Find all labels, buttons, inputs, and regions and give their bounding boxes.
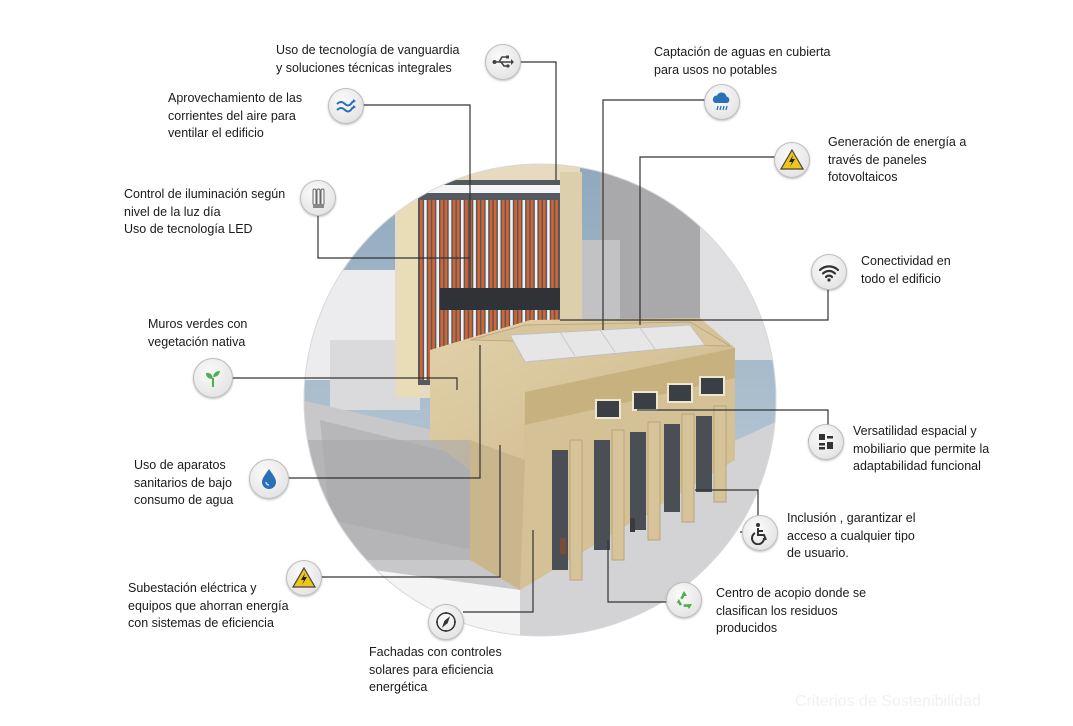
facade-window — [667, 383, 693, 403]
leader-line-facades — [463, 530, 534, 613]
wifi-icon — [811, 254, 847, 290]
callout-label-facades: Fachadas con controles solares para efic… — [369, 645, 502, 694]
callout-label-recycling: Centro de acopio donde se clasifican los… — [716, 586, 867, 635]
leader-line-sanitary — [283, 345, 481, 479]
callout-label-sanitary: Uso de aparatos sanitarios de bajo consu… — [134, 458, 234, 507]
leader-line-lighting — [317, 200, 470, 259]
callout-label-tech: Uso de tecnología de vanguardia y soluci… — [276, 43, 460, 75]
louver — [432, 200, 435, 380]
callout-label-substation: Subestación eléctrica y equipos que ahor… — [128, 581, 289, 630]
callout-label-solar: Generación de energía a través de panele… — [828, 135, 967, 184]
high-voltage-warning-icon — [774, 142, 810, 178]
wheelchair-icon — [742, 515, 778, 551]
leader-line-green — [232, 377, 458, 390]
leader-line-substation — [320, 445, 501, 578]
facade-column — [569, 439, 583, 581]
rain-cloud-icon — [704, 84, 740, 120]
louver — [428, 200, 431, 380]
leader-line-wifi — [560, 288, 829, 321]
leader-line-air — [362, 104, 471, 300]
facade-window — [595, 399, 621, 419]
leader-line-recycling — [607, 540, 668, 603]
led-tube-icon — [300, 180, 336, 216]
louver — [420, 200, 423, 380]
recycle-icon — [666, 582, 702, 618]
high-voltage-warning-icon — [286, 560, 322, 596]
modular-furniture-icon — [808, 424, 844, 460]
portico-shadow — [594, 440, 610, 550]
callout-label-wifi: Conectividad en todo el edificio — [861, 254, 951, 286]
usb-icon — [485, 44, 521, 80]
portico-shadow — [630, 432, 646, 530]
facade-column — [647, 421, 661, 541]
callout-label-air: Aprovechamiento de las corrientes del ai… — [168, 91, 303, 140]
facade-window — [699, 376, 725, 396]
facade-window — [632, 391, 658, 411]
facade-column — [681, 413, 695, 523]
portico-shadow — [664, 424, 680, 512]
leader-line-water-roof — [602, 99, 708, 330]
leader-line-tech — [520, 61, 557, 180]
louver — [424, 200, 427, 380]
portico-shadow — [696, 416, 712, 492]
louver — [436, 200, 439, 380]
callout-label-lighting: Control de iluminación según nivel de la… — [124, 187, 286, 236]
callout-label-inclusion: Inclusión , garantizar el acceso a cualq… — [787, 511, 916, 560]
facade-column — [611, 429, 625, 561]
compass-icon — [428, 604, 464, 640]
callout-label-water-roof: Captación de aguas en cubierta para usos… — [654, 45, 831, 77]
callout-label-green: Muros verdes con vegetación nativa — [148, 317, 248, 349]
sprout-icon — [193, 358, 233, 398]
callout-label-space: Versatilidad espacial y mobiliario que p… — [853, 424, 990, 473]
facade-column — [713, 405, 727, 503]
watermark-text: Criterios de Sostenibilidad — [795, 693, 981, 710]
building-rendering — [304, 164, 776, 636]
leader-lines — [232, 61, 829, 613]
water-drop-icon — [249, 459, 289, 499]
wind-arrows-icon — [328, 88, 364, 124]
leader-line-solar — [639, 156, 778, 325]
